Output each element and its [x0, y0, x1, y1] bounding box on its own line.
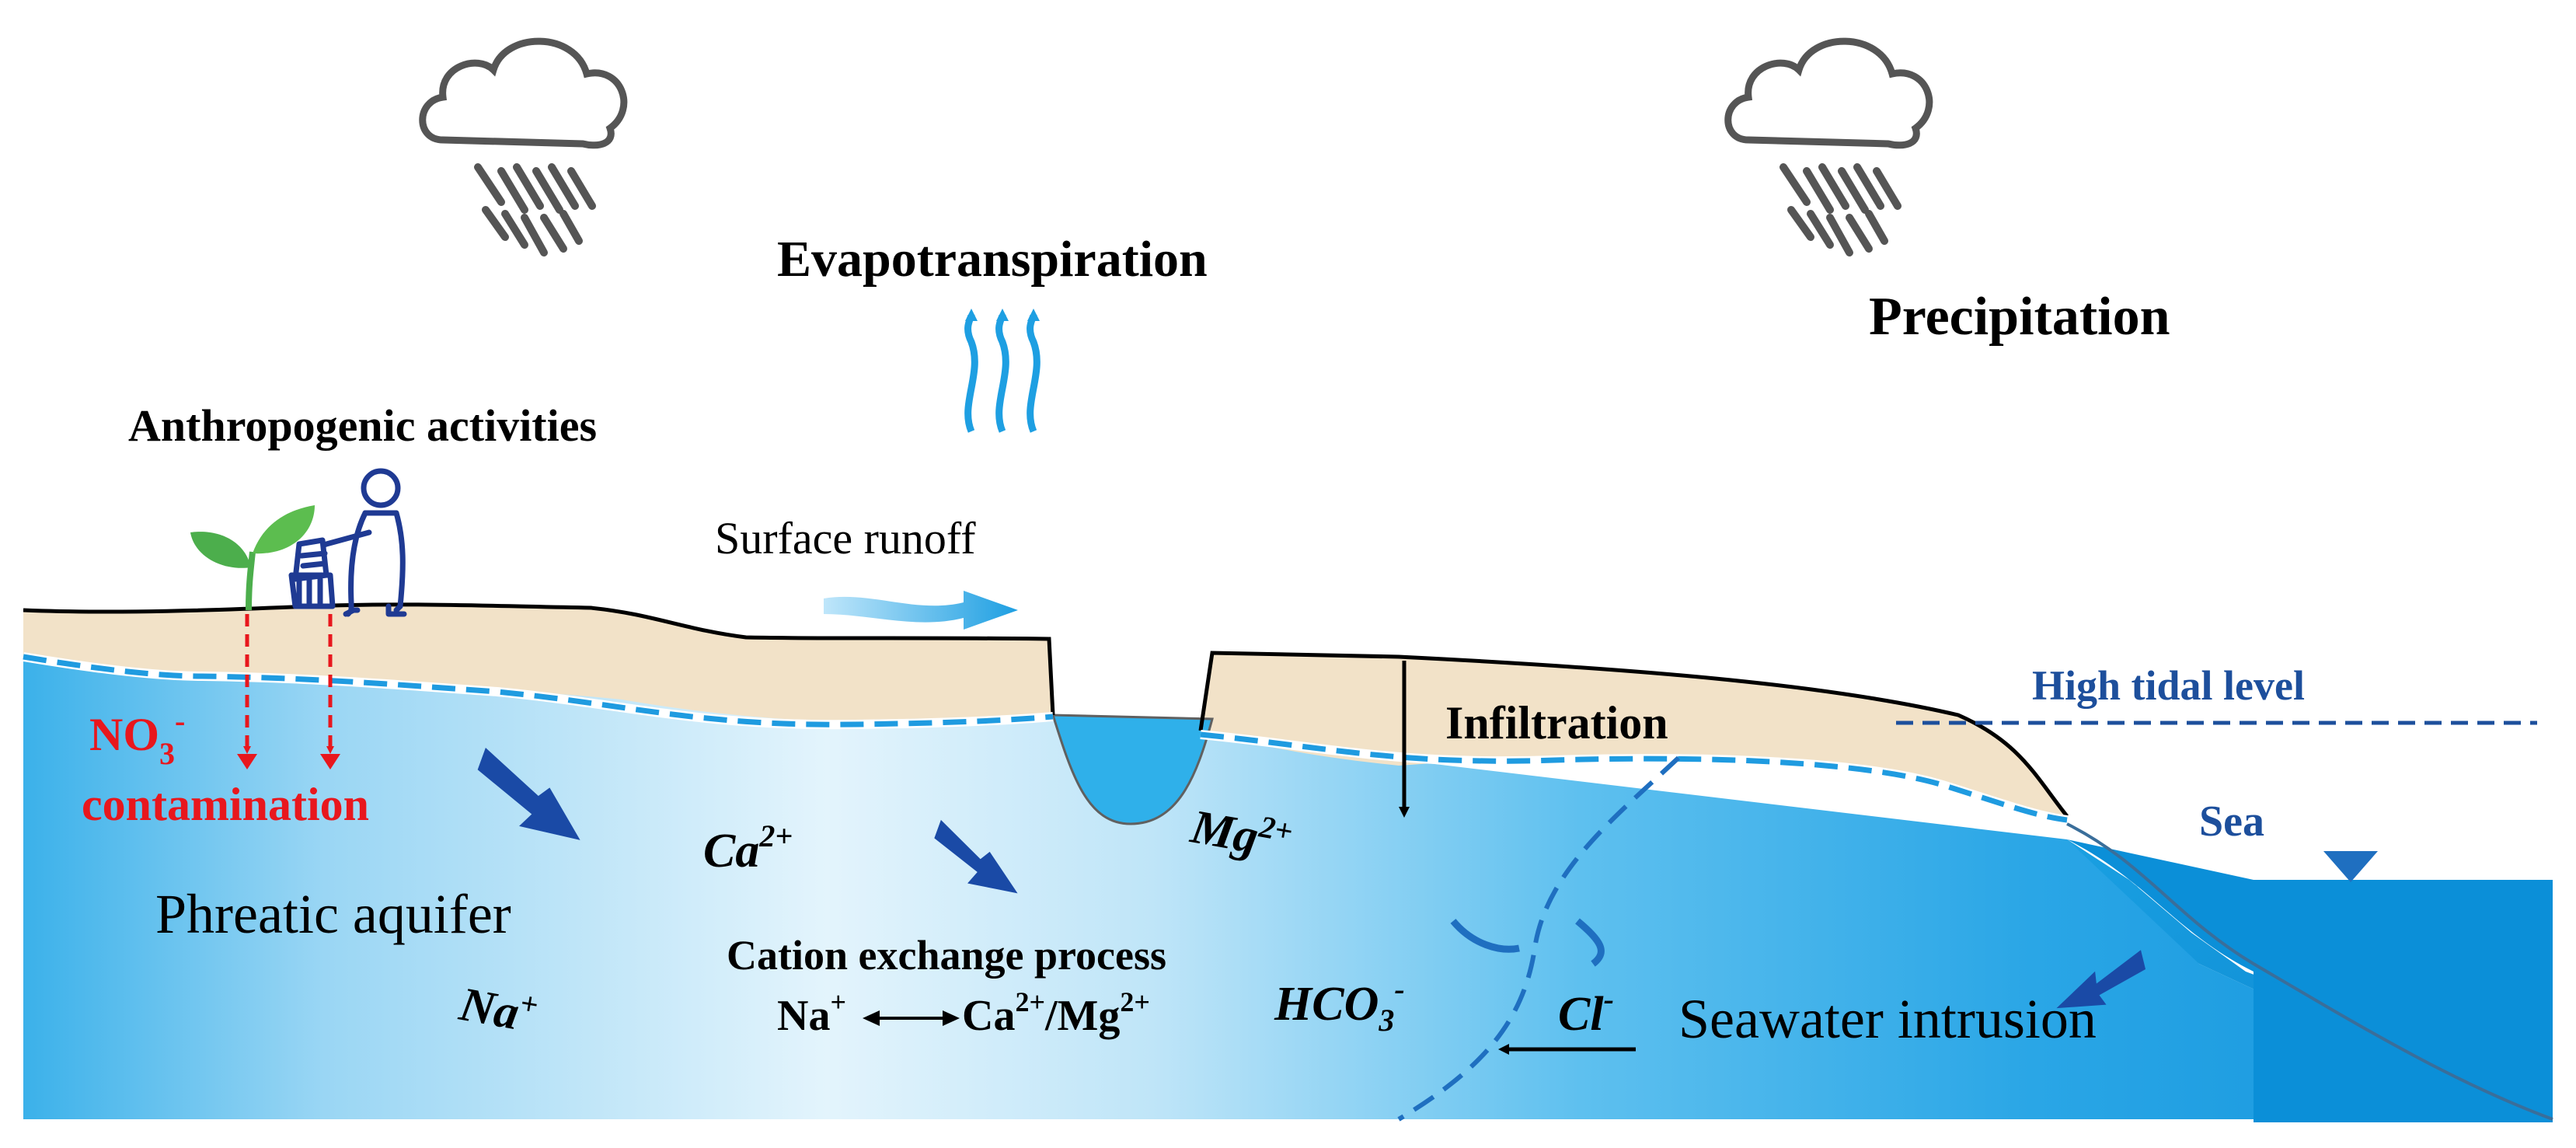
- saltwater-interface: [1397, 755, 1681, 1122]
- sea-label: Sea: [2199, 797, 2264, 846]
- soil-left: [23, 604, 1053, 724]
- cloud-rain-icon: [419, 37, 628, 256]
- ion-cl: Cl-: [1558, 982, 1614, 1041]
- infiltration-label: Infiltration: [1445, 697, 1668, 748]
- sea-slope: [2067, 839, 2553, 1119]
- ion-hco3: HCO3-: [1274, 972, 1405, 1038]
- exchange-na: Na+: [777, 986, 846, 1040]
- evapotranspiration-label: Evapotranspiration: [777, 231, 1208, 288]
- coastline: [2066, 822, 2553, 1121]
- aquifer-body: [23, 657, 2533, 1119]
- soil-right: [1201, 653, 2067, 816]
- farmer-icon: [288, 468, 407, 617]
- nitrate-label: NO3-: [89, 703, 185, 771]
- cloud-rain-icon: [1724, 37, 1933, 256]
- pond: [1051, 714, 1214, 825]
- exchange-arrow-left: [863, 1010, 880, 1026]
- nitrate-arrowhead-1: [237, 754, 257, 769]
- seawater-intrusion-label: Seawater intrusion: [1678, 988, 2097, 1050]
- evapotranspiration-arrows: [964, 309, 1041, 433]
- cation-exchange-equation: Na+ Ca2+/Mg2+: [777, 986, 1150, 1040]
- cation-exchange-label: Cation exchange process: [727, 932, 1166, 979]
- ion-ca: Ca2+: [703, 818, 793, 878]
- ion-mg: Mg2+: [1187, 797, 1295, 869]
- ground-surface-right: [1198, 651, 2069, 818]
- exchange-arrow-right: [943, 1010, 960, 1026]
- high-tidal-label: High tidal level: [2032, 662, 2305, 709]
- surface-runoff-label: Surface runoff: [715, 513, 976, 564]
- nitrate-arrows: [243, 614, 334, 754]
- plant-icon: [190, 505, 315, 611]
- surface-runoff-arrow: [824, 591, 1018, 630]
- nitrate-arrowhead-2: [320, 754, 340, 769]
- mixing-arrows: [1450, 918, 1605, 967]
- ground-surface: [23, 602, 1055, 716]
- flow-arrows: [477, 748, 2146, 1009]
- water-table-right-dash: [1200, 731, 2068, 823]
- water-table-dash: [23, 654, 1054, 728]
- phreatic-aquifer-label: Phreatic aquifer: [155, 883, 511, 945]
- anthropogenic-label: Anthropogenic activities: [128, 400, 597, 451]
- precipitation-label: Precipitation: [1869, 287, 2170, 347]
- water-level-icon: [2323, 851, 2378, 882]
- exchange-ca-mg: Ca2+/Mg2+: [962, 986, 1150, 1040]
- ion-na: Na+: [455, 975, 542, 1043]
- contamination-label: contamination: [82, 779, 369, 830]
